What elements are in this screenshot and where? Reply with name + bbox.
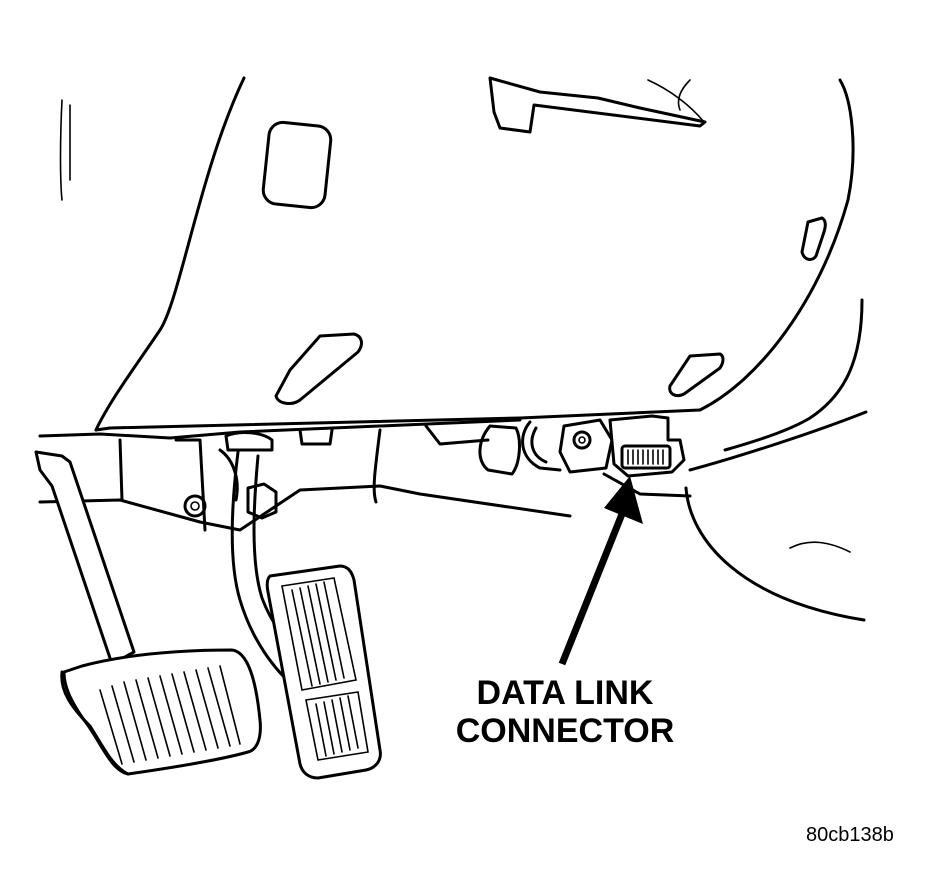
brake-pedal-ribs: [99, 665, 241, 765]
pedal-support-bracket: [38, 418, 572, 532]
pointer-arrow: [558, 476, 643, 666]
accelerator-pedal: [230, 450, 382, 780]
instrument-panel: [59, 76, 868, 622]
data-link-connector: [521, 414, 692, 498]
connector-pins: [627, 449, 664, 465]
callout-line-1: DATA LINK: [476, 674, 654, 712]
brake-pedal: [34, 450, 262, 776]
callout-line-2: CONNECTOR: [455, 712, 675, 750]
figure-id: 80cb138b: [806, 824, 894, 846]
callout-label: DATA LINK CONNECTOR: [440, 674, 690, 750]
accelerator-pedal-ribs: [291, 581, 359, 757]
